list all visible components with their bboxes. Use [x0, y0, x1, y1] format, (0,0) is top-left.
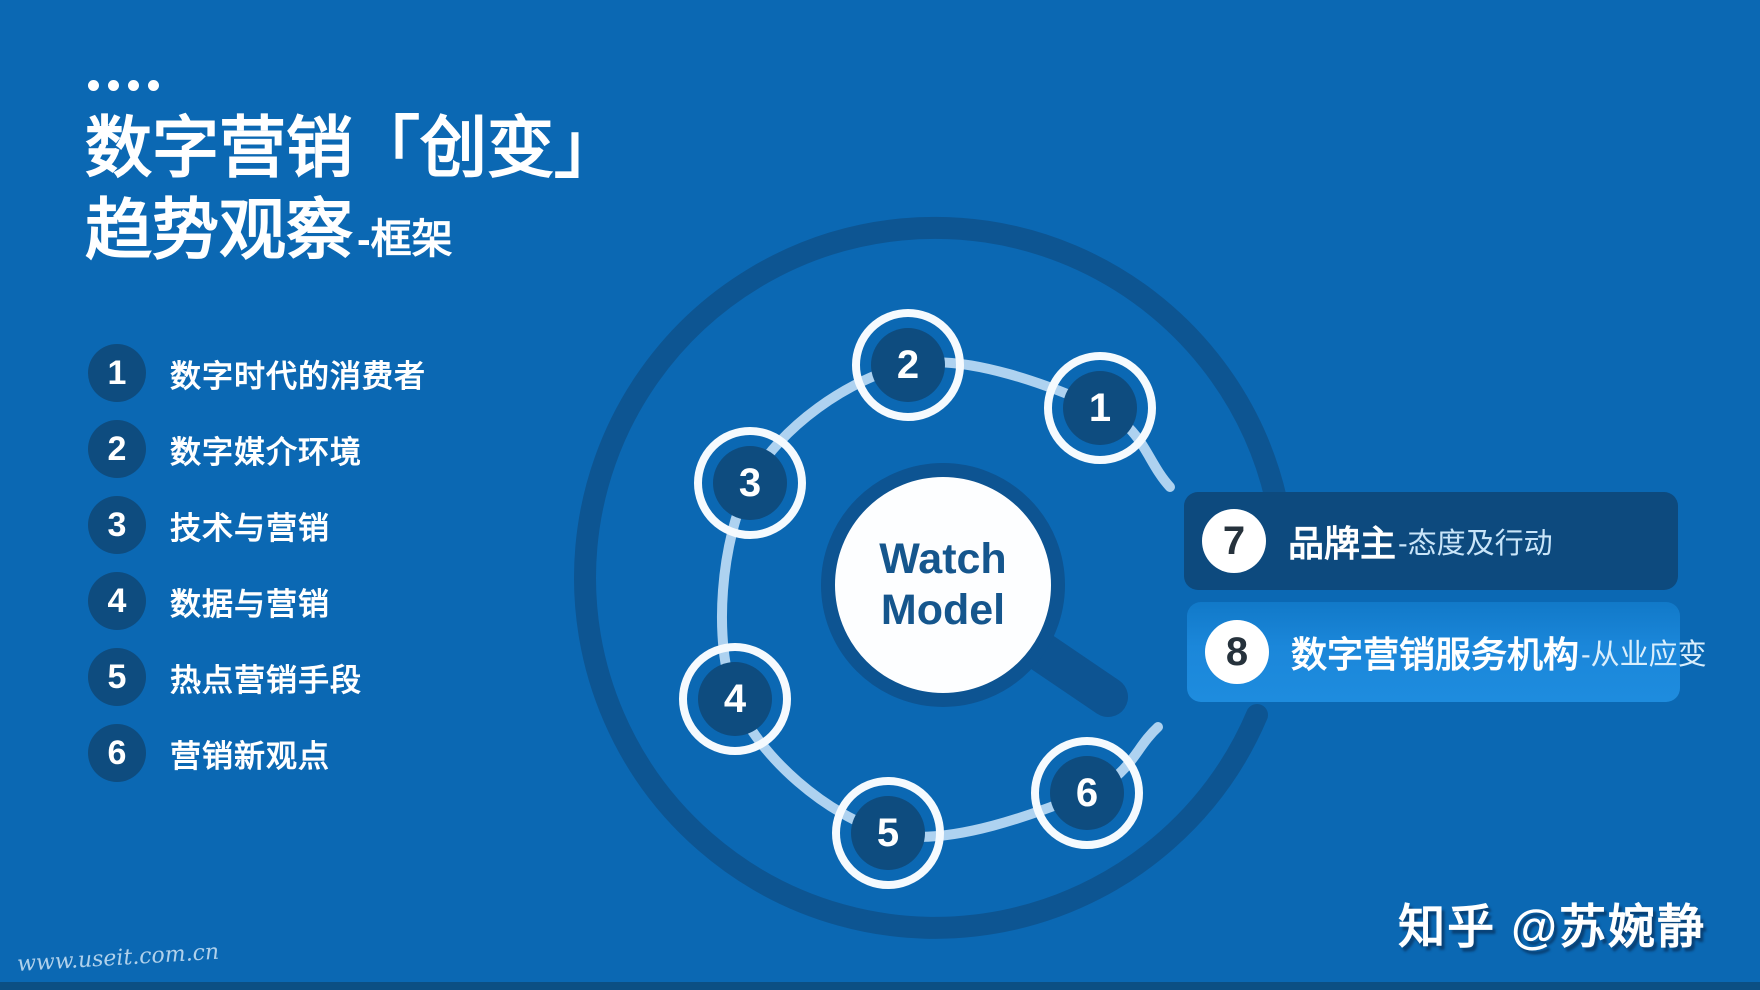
list-item-number-badge: 5 — [88, 648, 146, 706]
list-item-label: 营销新观点 — [170, 738, 330, 774]
watch-model-line1: Watch — [879, 535, 1007, 584]
callout-title: 数字营销服务机构 — [1291, 634, 1580, 675]
author-credit: 知乎 @苏婉静 — [1398, 900, 1706, 953]
callout-box-8: 8 数字营销服务机构 -从业应变 — [1187, 602, 1707, 702]
callout-number-badge: 8 — [1205, 620, 1269, 684]
watch-model-line2: Model — [880, 586, 1006, 634]
list-item-label: 技术与营销 — [170, 510, 330, 546]
list-item: 4 数据与营销 — [88, 572, 426, 630]
diagram-node-3: 3 — [694, 427, 806, 539]
callout-number-badge: 7 — [1202, 509, 1266, 573]
diagram-node-number: 4 — [698, 662, 772, 736]
list-item-number-badge: 4 — [88, 572, 146, 630]
list-item-number-badge: 3 — [88, 496, 146, 554]
topic-list: 1 数字时代的消费者 2 数字媒介环境 3 技术与营销 4 数据与营销 5 热点… — [88, 344, 426, 782]
watch-model-circle: Watch Model — [821, 463, 1065, 707]
page-title-line2-main: 趋势观察 — [85, 192, 353, 268]
page-title-suffix: -框架 — [357, 215, 453, 262]
list-item-label: 数字媒介环境 — [170, 434, 362, 470]
title-dots-icon — [88, 80, 159, 91]
list-item-number-badge: 1 — [88, 344, 146, 402]
list-item-label: 数据与营销 — [170, 586, 330, 622]
diagram-node-1: 1 — [1044, 352, 1156, 464]
diagram-node-number: 6 — [1050, 756, 1124, 830]
list-item: 5 热点营销手段 — [88, 648, 426, 706]
page-title: 数字营销「创变」 趋势观察-框架 — [85, 108, 621, 271]
diagram-node-2: 2 — [852, 309, 964, 421]
diagram-node-number: 2 — [871, 328, 945, 402]
diagram-node-4: 4 — [679, 643, 791, 755]
callout-box-7: 7 品牌主 -态度及行动 — [1184, 492, 1678, 590]
list-item-label: 数字时代的消费者 — [170, 358, 426, 394]
page-title-line1: 数字营销「创变」 — [85, 111, 621, 186]
diagram-node-6: 6 — [1031, 737, 1143, 849]
page-title-line2: 趋势观察-框架 — [85, 190, 621, 272]
list-item-number-badge: 6 — [88, 724, 146, 782]
diagram-node-5: 5 — [832, 777, 944, 889]
list-item-label: 热点营销手段 — [170, 662, 362, 698]
callout-title: 品牌主 — [1288, 523, 1397, 564]
bottom-edge-bar — [0, 982, 1760, 990]
list-item: 6 营销新观点 — [88, 724, 426, 782]
list-item: 1 数字时代的消费者 — [88, 344, 426, 402]
callout-subtitle: -态度及行动 — [1398, 528, 1553, 560]
callout-subtitle: -从业应变 — [1581, 639, 1707, 671]
list-item: 2 数字媒介环境 — [88, 420, 426, 478]
diagram-node-number: 3 — [713, 446, 787, 520]
list-item: 3 技术与营销 — [88, 496, 426, 554]
diagram-node-number: 5 — [851, 796, 925, 870]
outer-dark-arc-icon — [574, 216, 1287, 939]
list-item-number-badge: 2 — [88, 420, 146, 478]
diagram-node-number: 1 — [1063, 371, 1137, 445]
